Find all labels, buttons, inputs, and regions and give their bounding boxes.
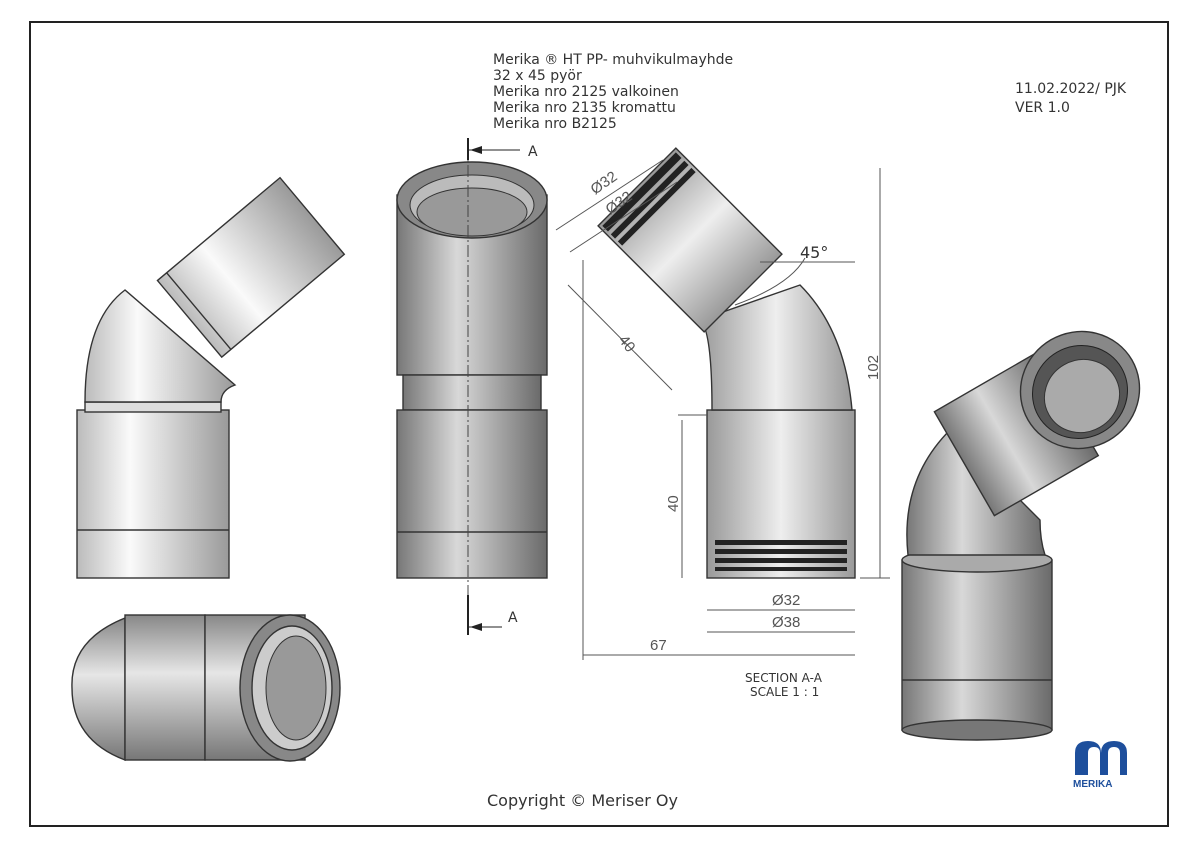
section-marker-top: A	[528, 144, 538, 160]
title-line-2: 32 x 45 pyör	[493, 68, 582, 84]
title-line-5: Merika nro B2125	[493, 116, 617, 132]
title-line-4: Merika nro 2135 kromattu	[493, 100, 676, 116]
section-view: 40 102 Ø32 Ø38 67 Ø32 Ø32 40 45° SECTION…	[555, 147, 890, 699]
section-marker-bottom: A	[508, 610, 518, 626]
section-label: SECTION A-A	[745, 671, 823, 685]
dim-socket-len-bottom: 40	[665, 495, 682, 512]
dim-height: 102	[865, 355, 882, 380]
merika-logo: MERIKA	[1073, 741, 1127, 790]
dim-socket-len-top: 40	[615, 332, 639, 356]
drawing-border	[29, 21, 1169, 827]
isometric-view-left	[76, 176, 346, 579]
dim-d-bottom-outer: Ø38	[772, 614, 800, 631]
title-block: Merika ® HT PP- muhvikulmayhde 32 x 45 p…	[493, 52, 1127, 132]
front-view: A A	[396, 138, 548, 635]
copyright: Copyright © Meriser Oy	[487, 791, 678, 810]
dim-d-top-outer: Ø32	[588, 168, 621, 198]
angle-label: 45°	[800, 243, 828, 262]
dim-width: 67	[650, 637, 667, 654]
isometric-view-right	[901, 330, 1141, 741]
title-line-3: Merika nro 2125 valkoinen	[493, 84, 679, 100]
bottom-view	[71, 614, 341, 762]
title-line-1: Merika ® HT PP- muhvikulmayhde	[493, 52, 733, 68]
dim-d-bottom-inner: Ø32	[772, 592, 800, 609]
logo-text: MERIKA	[1073, 779, 1112, 790]
section-scale: SCALE 1 : 1	[750, 685, 819, 699]
version: VER 1.0	[1015, 100, 1070, 116]
date-author: 11.02.2022/ PJK	[1015, 81, 1127, 97]
